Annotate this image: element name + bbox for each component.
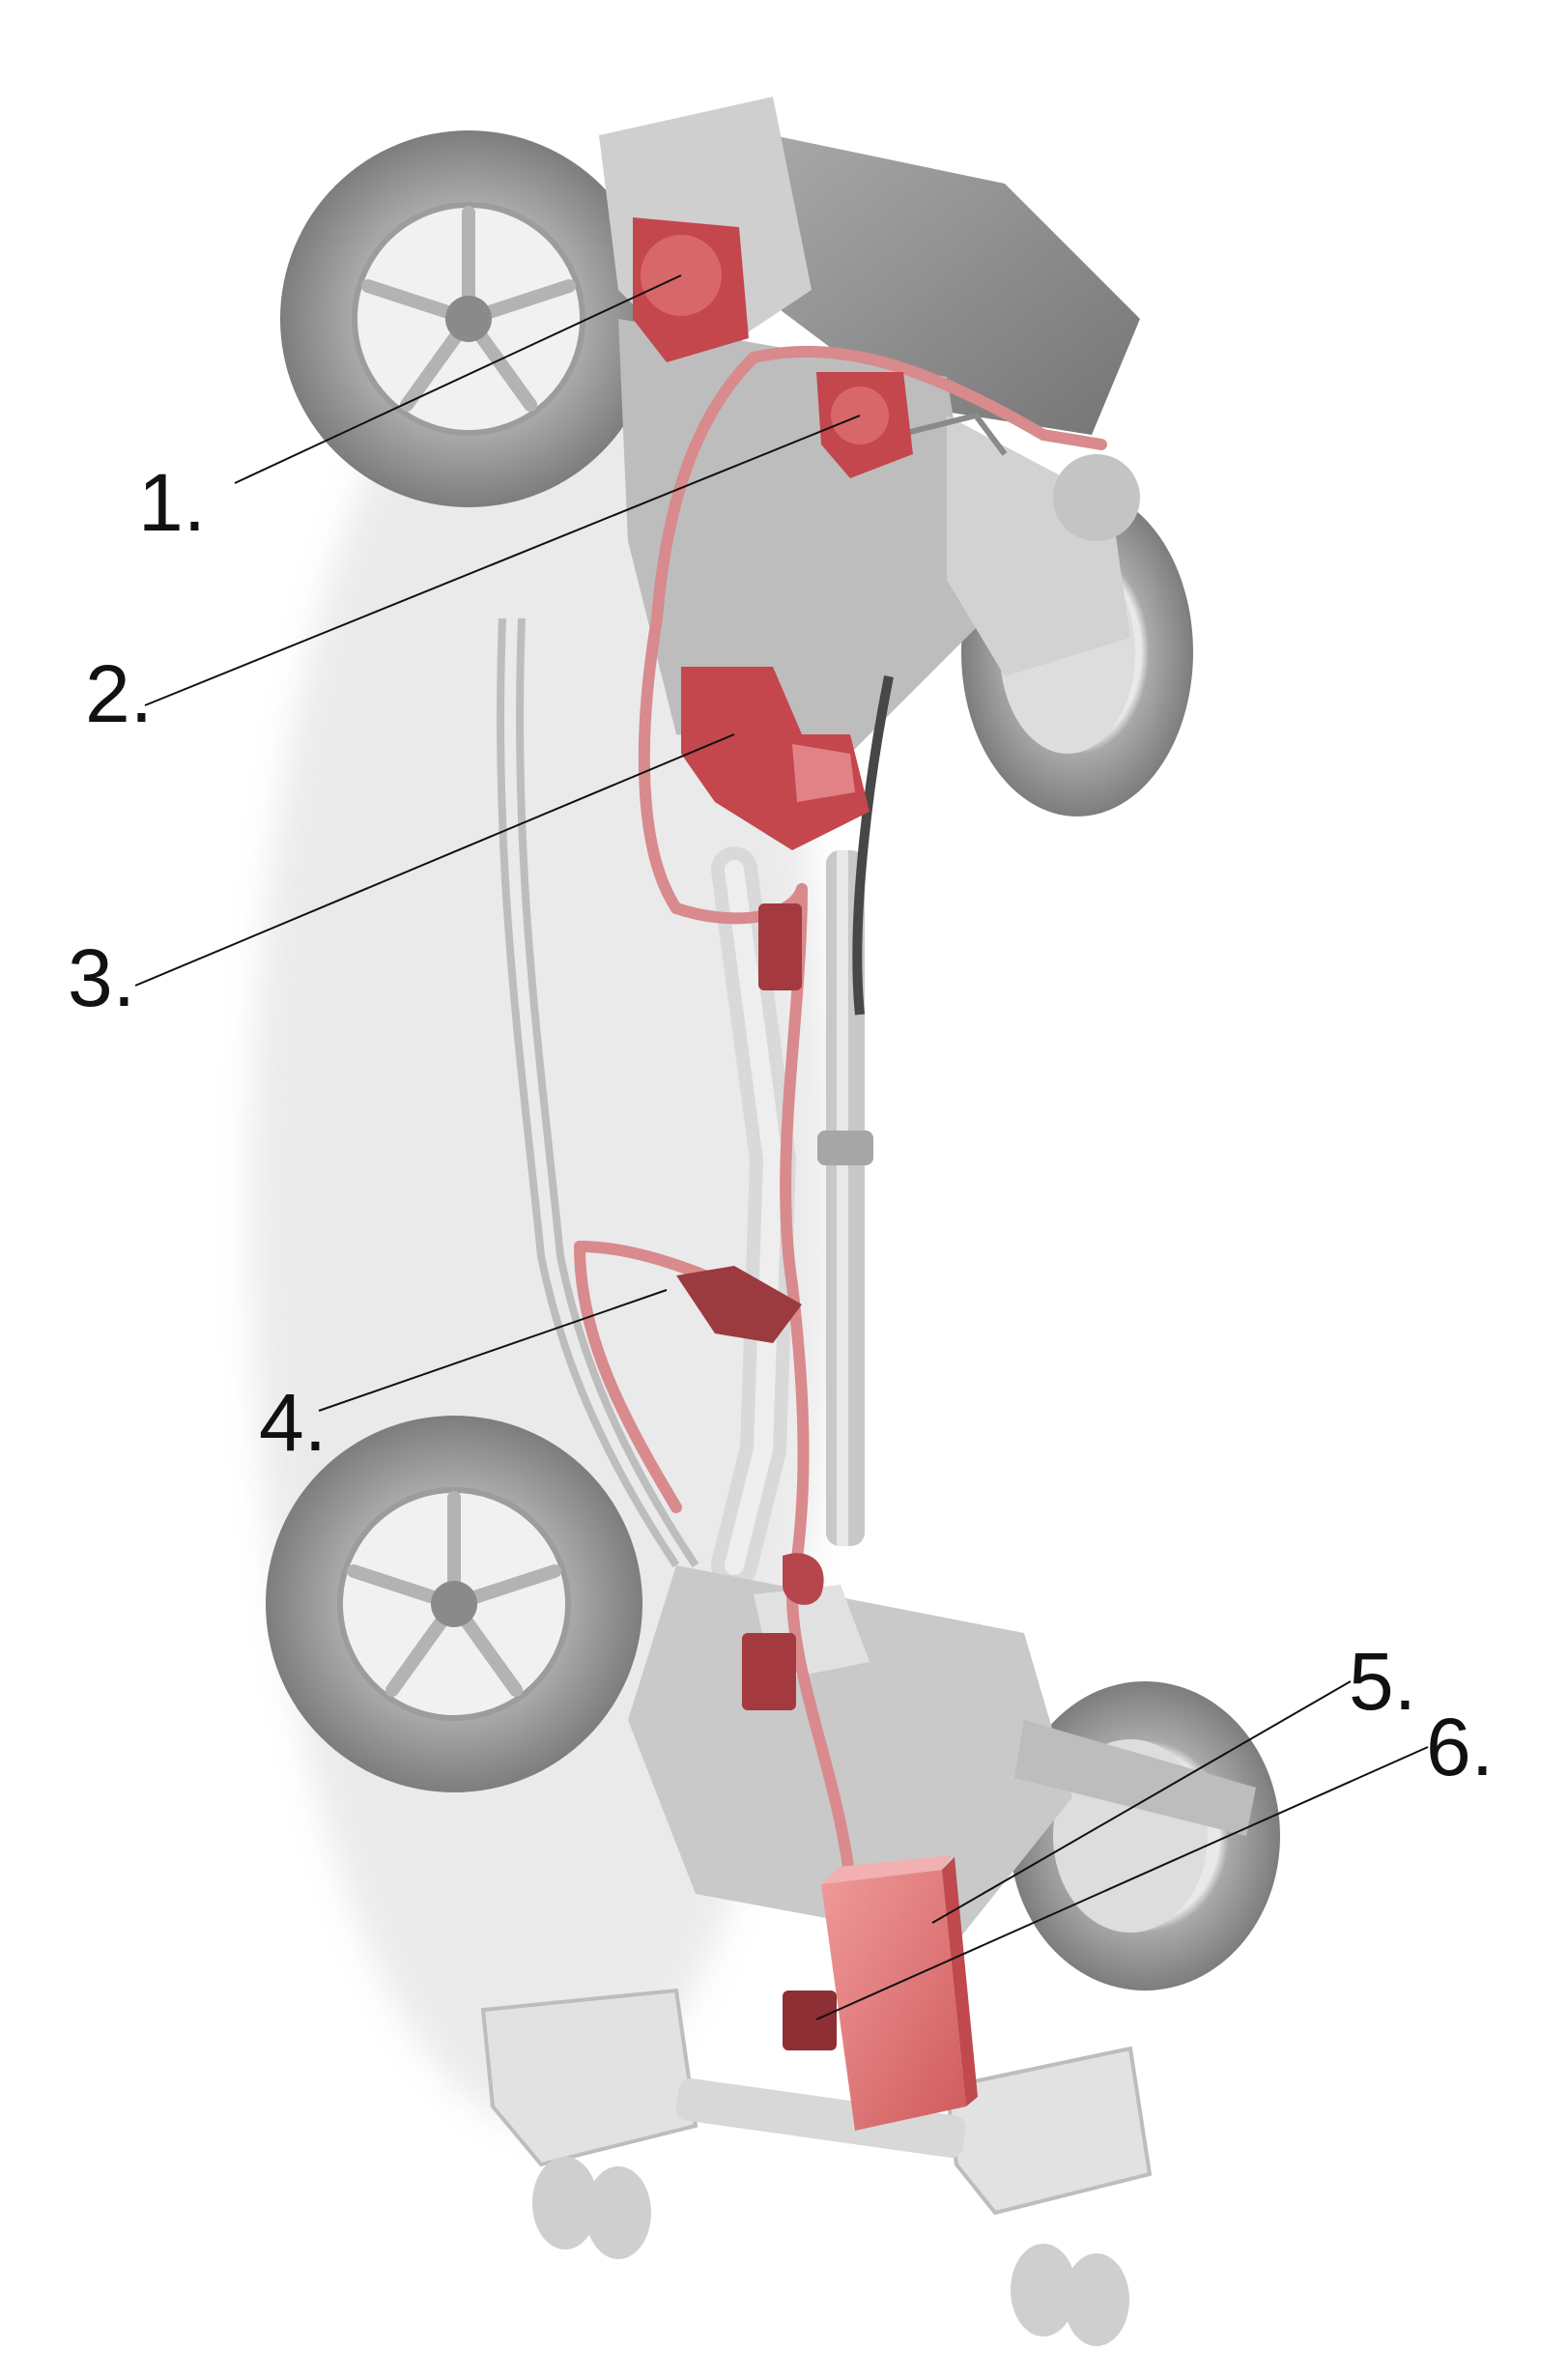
driveline-junction-box	[758, 903, 802, 990]
rear-subframe	[628, 1565, 1256, 1942]
callout-label-6: 6.	[1426, 1702, 1495, 1792]
component-6-battery-control-unit	[783, 1991, 837, 2050]
callout-label-5: 5.	[1349, 1636, 1417, 1727]
component-4-cable-bracket	[676, 1266, 802, 1343]
component-1-starter-generator	[633, 217, 749, 362]
high-voltage-wiring	[574, 345, 1107, 1987]
component-5-48v-battery	[821, 1855, 978, 2131]
callout-label-3: 3.	[68, 932, 136, 1023]
callout-label-2: 2.	[85, 648, 154, 739]
driveshaft	[817, 850, 873, 1546]
component-3-electric-motor	[681, 667, 870, 850]
rear-mufflers	[480, 1988, 1153, 2346]
leader-lines	[134, 274, 1429, 2020]
rear-control-units	[742, 1553, 824, 1710]
callout-label-1: 1.	[138, 457, 207, 548]
ground-cable	[852, 675, 894, 1016]
underbody-lines	[497, 617, 699, 1568]
rear-left-wheel	[266, 1416, 642, 1792]
front-left-wheel	[280, 130, 657, 507]
callout-label-4: 4.	[259, 1377, 328, 1468]
